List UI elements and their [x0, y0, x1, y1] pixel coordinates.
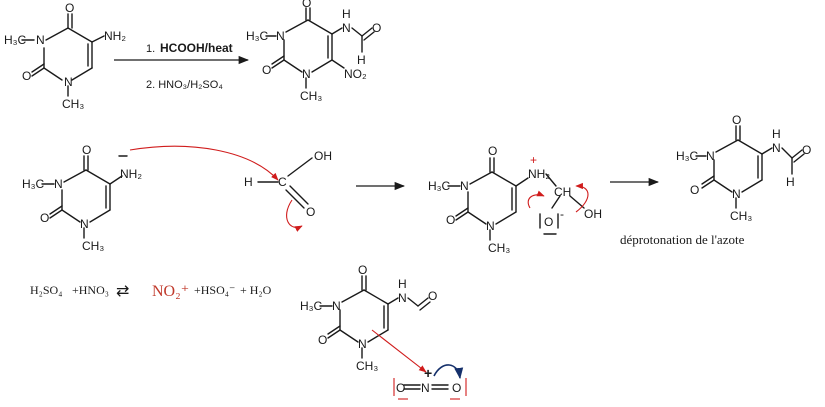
nitronium-right-oxygen: O: [452, 381, 461, 395]
hydrogen-label: H: [244, 175, 253, 189]
ring-nitrogen-label: N: [302, 67, 311, 81]
ring-nitrogen-label: N: [460, 179, 469, 193]
electrophilic-attack-arrow: [371, 329, 427, 373]
nitronium-structure: O N O +: [393, 364, 467, 400]
hydroxyl-label: OH: [314, 149, 332, 163]
reaction-1-arrow: 1. HCOOH/heat 2. HNO₃/H₂SO₄: [114, 41, 250, 91]
formyl-oxygen-label: O: [802, 143, 811, 157]
ring-nitrogen-label: N: [36, 33, 45, 47]
ring-nitrogen-label: N: [80, 217, 89, 231]
methyl-label: H₃C: [246, 29, 269, 43]
equilibrium-arrow: ⇄: [116, 283, 129, 300]
carbonyl-oxygen-label: O: [65, 1, 74, 15]
carbonyl-oxygen-label: O: [358, 263, 367, 277]
methyl-label: CH₃: [300, 89, 322, 103]
amino-group-label: NH₂: [120, 167, 142, 181]
nitro-group-label: NO₂: [344, 67, 367, 81]
ring-nitrogen-label: N: [64, 75, 73, 89]
alkoxide-oxygen-label: O: [544, 215, 553, 229]
amide-nitrogen-label: N: [398, 291, 407, 305]
positive-charge: +: [530, 153, 537, 167]
nitronium-left-oxygen: O: [396, 381, 405, 395]
methyl-label: CH₃: [730, 209, 752, 223]
methyl-label: CH₃: [62, 97, 84, 111]
ring-nitrogen-label: N: [54, 177, 63, 191]
methyl-label: CH₃: [356, 359, 378, 373]
ring-nitrogen-label: N: [706, 149, 715, 163]
ring-nitrogen-label: N: [332, 299, 341, 313]
carbonyl-oxygen-label: O: [690, 183, 699, 197]
ch-label: CH: [554, 185, 571, 199]
mechanism-amine: H₃C O NH₂ O N N CH₃: [22, 143, 142, 253]
carbonyl-oxygen-label: O: [488, 144, 497, 158]
carbonyl-oxygen-label: O: [82, 143, 91, 157]
ring-nitrogen-label: N: [486, 219, 495, 233]
formyl-hydrogen-label: H: [357, 53, 366, 67]
amide-hydrogen-label: H: [342, 7, 351, 21]
carbonyl-oxygen-label: O: [318, 333, 327, 347]
ammonium-label: NH₂: [528, 167, 550, 181]
carbonyl-oxygen-label: O: [302, 0, 311, 10]
amide-nitrogen-label: N: [342, 21, 351, 35]
amino-group-label: NH₂: [104, 29, 126, 43]
pi-bond-shift-arrow: [286, 199, 303, 232]
nitronium-electron-arrow: [433, 364, 464, 380]
nitro-formamide-product: H₃C O N H O H O NO₂ N N CH₃: [246, 0, 381, 103]
methyl-label: CH₃: [488, 241, 510, 255]
hydroxyl-label: OH: [584, 207, 602, 221]
ring-nitrogen-label: N: [276, 29, 285, 43]
formyl-oxygen-label: O: [428, 289, 437, 303]
negative-charge: -: [560, 207, 564, 221]
formamide-product: H₃C O N H O H O N N CH₃: [676, 113, 811, 223]
deprotonation-caption: déprotonation de l'azote: [620, 232, 745, 247]
nitronium-charge: +: [424, 365, 432, 381]
formyl-hydrogen-label: H: [786, 175, 795, 189]
tetrahedral-intermediate: H₃C O NH₂ + CH OH O - O N N CH₃: [428, 144, 602, 255]
electron-push-arrow: [575, 182, 589, 213]
amide-hydrogen-label: H: [772, 127, 781, 141]
carbon-label: C: [278, 175, 287, 189]
ring-nitrogen-label: N: [358, 337, 367, 351]
carbonyl-oxygen-label: O: [262, 63, 271, 77]
carbonyl-oxygen-label: O: [446, 213, 455, 227]
amide-nitrogen-label: N: [772, 141, 781, 155]
methyl-label: CH₃: [82, 239, 104, 253]
bisulfate-ion: +HSO₄⁻: [194, 283, 235, 297]
water: + H₂O: [240, 283, 272, 297]
methyl-label: H₃C: [428, 179, 451, 193]
nucleophilic-attack-arrow: [129, 145, 279, 181]
carbonyl-oxygen-label: O: [306, 205, 315, 219]
sulfuric-acid: H₂SO₄: [30, 283, 62, 297]
nitration-substrate: H₃C O N H O O N N CH₃: [300, 263, 437, 373]
starting-material-aminouracil: H₃C O NH₂ O N N CH₃: [4, 1, 126, 111]
formyl-oxygen-label: O: [372, 21, 381, 35]
reagent-step-2: 2. HNO₃/H₂SO₄: [146, 79, 223, 91]
formic-acid: OH H C O: [244, 149, 332, 232]
electron-push-arrow: [527, 190, 545, 209]
carbonyl-oxygen-label: O: [732, 113, 741, 127]
reagent-step-1-prefix: 1.: [146, 43, 155, 55]
carbonyl-oxygen-label: O: [40, 211, 49, 225]
nitronium-equation: H₂SO₄ +HNO₃ ⇄ NO₂⁺ +HSO₄⁻ + H₂O: [30, 283, 272, 300]
methyl-label: H₃C: [22, 177, 45, 191]
nitronium-ion: NO₂⁺: [152, 283, 189, 300]
nitric-acid: +HNO₃: [72, 283, 109, 297]
methyl-label: H₃C: [300, 299, 323, 313]
reagent-step-1: HCOOH/heat: [160, 41, 233, 55]
nitronium-nitrogen: N: [421, 381, 430, 395]
ring-nitrogen-label: N: [732, 187, 741, 201]
methyl-label: H₃C: [4, 33, 27, 47]
amide-hydrogen-label: H: [398, 277, 407, 291]
methyl-label: H₃C: [676, 149, 699, 163]
carbonyl-oxygen-label: O: [22, 69, 31, 83]
